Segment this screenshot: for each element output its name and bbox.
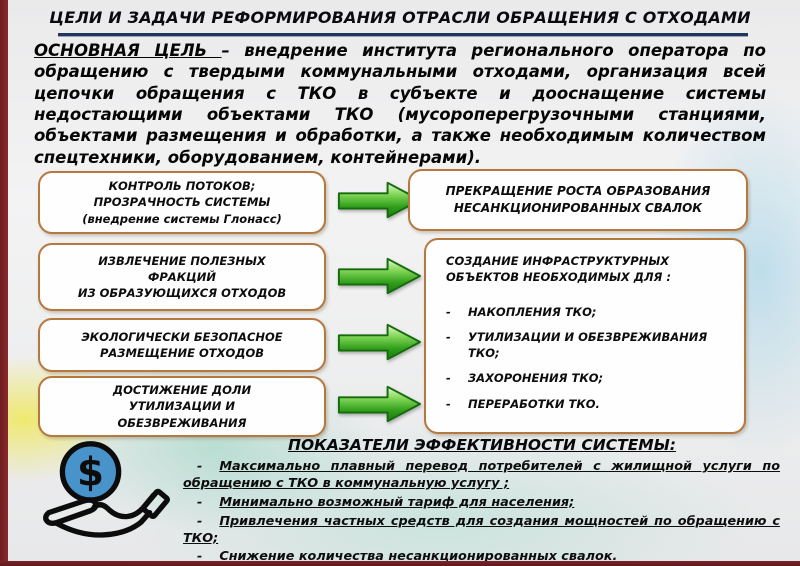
list-item-text: Привлечения частных средств для создания… [183, 513, 780, 546]
list-item: - УТИЛИЗАЦИИ И ОБЕЗВРЕЖИВАНИЯ ТКО; [446, 329, 730, 361]
dash-marker: - [197, 549, 203, 565]
green-arrow-right-icon [337, 257, 421, 295]
box-line: ОБЕЗВРЕЖИВАНИЯ [117, 415, 247, 430]
dash-marker: - [446, 305, 451, 320]
dash-marker: - [446, 330, 451, 345]
bottom-accent-bar [0, 561, 800, 566]
box-line: ФРАКЦИЙ [147, 269, 217, 284]
green-arrow-right-icon [337, 385, 421, 423]
box-line: УТИЛИЗАЦИИ И [128, 399, 236, 414]
box-line: ПРОЗРАЧНОСТЬ СИСТЕМЫ [93, 195, 271, 210]
list-item: - ПЕРЕРАБОТКИ ТКО. [446, 396, 730, 412]
list-item: -Привлечения частных средств для создани… [183, 514, 780, 548]
box-line: НЕСАНКЦИОНИРОВАННЫХ СВАЛОК [453, 201, 703, 215]
box-line: ДОСТИЖЕНИЕ ДОЛИ [112, 383, 252, 398]
list-item-text: ЗАХОРОНЕНИЯ ТКО; [468, 371, 604, 386]
goal-lead-label: ОСНОВНАЯ ЦЕЛЬ [34, 41, 222, 60]
box-eco-safe-disposal: ЭКОЛОГИЧЕСКИ БЕЗОПАСНОЕ РАЗМЕЩЕНИЕ ОТХОД… [38, 318, 326, 372]
list-item-text: НАКОПЛЕНИЯ ТКО; [468, 305, 597, 320]
box-infrastructure-objects: СОЗДАНИЕ ИНФРАСТРУКТУРНЫХ ОБЪЕКТОВ НЕОБХ… [424, 238, 746, 434]
hand-holding-dollar-coin-icon: $ [43, 441, 171, 538]
list-item-text: Снижение количества несанкционированных … [219, 549, 618, 565]
dollar-symbol: $ [77, 450, 104, 495]
box-line: ЭКОЛОГИЧЕСКИ БЕЗОПАСНОЕ [81, 329, 283, 344]
list-item: - НАКОПЛЕНИЯ ТКО; [446, 304, 730, 320]
box-utilization-share: ДОСТИЖЕНИЕ ДОЛИ УТИЛИЗАЦИИ И ОБЕЗВРЕЖИВА… [38, 376, 326, 437]
indicators-list: -Максимально плавный перевод потребителе… [183, 459, 780, 566]
infrastructure-heading: СОЗДАНИЕ ИНФРАСТРУКТУРНЫХ ОБЪЕКТОВ НЕОБХ… [446, 254, 672, 285]
box-useful-fractions: ИЗВЛЕЧЕНИЕ ПОЛЕЗНЫХ ФРАКЦИЙ ИЗ ОБРАЗУЮЩИ… [38, 243, 326, 311]
box-control-flows: КОНТРОЛЬ ПОТОКОВ; ПРОЗРАЧНОСТЬ СИСТЕМЫ (… [38, 171, 326, 234]
list-item: -Минимально возможный тариф для населени… [183, 495, 780, 512]
dash-marker: - [197, 513, 203, 529]
list-item-text: Минимально возможный тариф для населения… [219, 494, 575, 510]
list-item: - ЗАХОРОНЕНИЯ ТКО; [446, 370, 730, 386]
dash-marker: - [446, 396, 451, 411]
title-underline [58, 33, 748, 37]
main-goal-paragraph: ОСНОВНАЯ ЦЕЛЬ – внедрение института реги… [34, 40, 766, 168]
indicators-heading: ПОКАЗАТЕЛИ ЭФФЕКТИВНОСТИ СИСТЕМЫ: [288, 436, 676, 454]
list-item-text: ПЕРЕРАБОТКИ ТКО. [468, 396, 600, 411]
green-arrow-right-icon [337, 323, 421, 361]
box-line: РАЗМЕЩЕНИЕ ОТХОДОВ [99, 346, 265, 360]
green-arrow-right-icon [337, 181, 421, 219]
dash-marker: - [197, 494, 203, 510]
box-line: ИЗ ОБРАЗУЮЩИХСЯ ОТХОДОВ [77, 286, 287, 301]
left-accent-bar [0, 0, 8, 566]
list-item: -Снижение количества несанкционированных… [183, 549, 780, 566]
dash-marker: - [197, 459, 203, 474]
dash-marker: - [446, 371, 451, 386]
box-line: ИЗВЛЕЧЕНИЕ ПОЛЕЗНЫХ [98, 253, 266, 268]
goal-separator: – [221, 41, 245, 60]
list-item: -Максимально плавный перевод потребителе… [183, 459, 780, 493]
page-title: ЦЕЛИ И ЗАДАЧИ РЕФОРМИРОВАНИЯ ОТРАСЛИ ОБР… [49, 8, 751, 27]
box-line: ПРЕКРАЩЕНИЕ РОСТА ОБРАЗОВАНИЯ [445, 183, 711, 198]
list-item-text: Максимально плавный перевод потребителей… [183, 459, 780, 491]
goal-body-text: внедрение института регионального операт… [34, 41, 766, 167]
box-line: КОНТРОЛЬ ПОТОКОВ; [108, 179, 256, 194]
box-stop-illegal-dumps: ПРЕКРАЩЕНИЕ РОСТА ОБРАЗОВАНИЯ НЕСАНКЦИОН… [408, 169, 748, 231]
box-line: (внедрение системы Глонасс) [82, 211, 282, 226]
list-item-text: УТИЛИЗАЦИИ И ОБЕЗВРЕЖИВАНИЯ ТКО; [468, 330, 708, 361]
